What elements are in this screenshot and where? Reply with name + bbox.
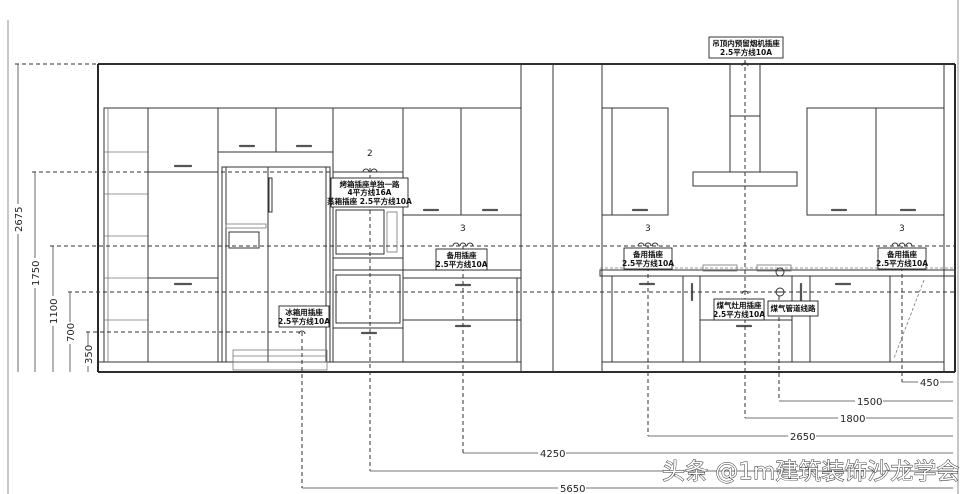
refrigerator (221, 166, 331, 371)
svg-text:备用插座: 备用插座 (446, 250, 477, 260)
dim-2675: 2675 (14, 207, 25, 232)
svg-text:备用插座: 备用插座 (886, 249, 917, 259)
oven-socket-label: 烤箱插座单独一路 4平方线16A 蒸箱插座 2.5平方线10A (327, 177, 412, 208)
oven-column (332, 107, 404, 363)
horizontal-dimensions: 450 1500 1800 2650 4250 5650 (302, 377, 953, 494)
svg-text:2.5平方线10A: 2.5平方线10A (622, 258, 674, 268)
svg-text:2.5平方线10A: 2.5平方线10A (876, 258, 928, 268)
dim-1100: 1100 (49, 299, 60, 324)
fridge-socket-label: 冰箱用插座 2.5平方线10A (278, 305, 330, 328)
height-dimensions: 2675 1750 1100 700 350 (12, 64, 95, 372)
svg-text:冰箱用插座: 冰箱用插座 (285, 307, 323, 317)
svg-text:2.5平方线10A: 2.5平方线10A (713, 309, 765, 319)
dim-700: 700 (66, 323, 77, 342)
gas-pipe-label: 煤气管道线路 (767, 300, 819, 317)
dim-1750: 1750 (31, 261, 42, 286)
spare-socket-label-left: 备用插座 2.5平方线10A (435, 248, 488, 271)
hood-socket-label: 吊顶内预留烟机插座 2.5平方线10A (708, 36, 784, 59)
svg-text:2.5平方线10A: 2.5平方线10A (435, 259, 487, 269)
dashed-reference-lines (15, 60, 955, 488)
socket-count-spare-left: 3 (460, 224, 466, 234)
dim-450: 450 (920, 378, 939, 389)
svg-text:2.5平方线10A: 2.5平方线10A (278, 316, 330, 326)
svg-text:2.5平方线10A: 2.5平方线10A (720, 47, 772, 57)
svg-text:烤箱插座单独一路: 烤箱插座单独一路 (340, 179, 400, 189)
room-outline (97, 63, 956, 373)
socket-count-spare-mid: 3 (645, 224, 651, 234)
dim-350: 350 (84, 345, 95, 364)
svg-text:4平方线16A: 4平方线16A (348, 187, 392, 197)
dim-1500: 1500 (857, 397, 882, 408)
socket-icons (298, 62, 913, 335)
svg-text:备用插座: 备用插座 (632, 249, 663, 259)
svg-text:蒸箱插座 2.5平方线10A: 蒸箱插座 2.5平方线10A (327, 196, 412, 206)
dim-5650: 5650 (560, 484, 585, 494)
svg-text:煤气灶用插座: 煤气灶用插座 (717, 300, 762, 310)
socket-count-spare-right: 3 (899, 224, 905, 234)
spare-socket-label-mid: 备用插座 2.5平方线10A (622, 247, 674, 270)
watermark: 头条 @1m建筑装饰沙龙学会 (662, 459, 959, 485)
dim-2650: 2650 (790, 432, 815, 443)
left-wall-upper-and-base (402, 107, 522, 363)
dim-1800: 1800 (840, 414, 865, 425)
left-cabinets (103, 107, 334, 363)
dim-4250: 4250 (540, 449, 565, 460)
svg-text:煤气管道线路: 煤气管道线路 (771, 303, 816, 313)
svg-text:吊顶内预留烟机插座: 吊顶内预留烟机插座 (712, 38, 780, 48)
spare-socket-label-right: 备用插座 2.5平方线10A (876, 247, 928, 270)
socket-count-oven: 2 (367, 149, 373, 159)
gas-stove-socket-label: 煤气灶用插座 2.5平方线10A (713, 298, 765, 321)
